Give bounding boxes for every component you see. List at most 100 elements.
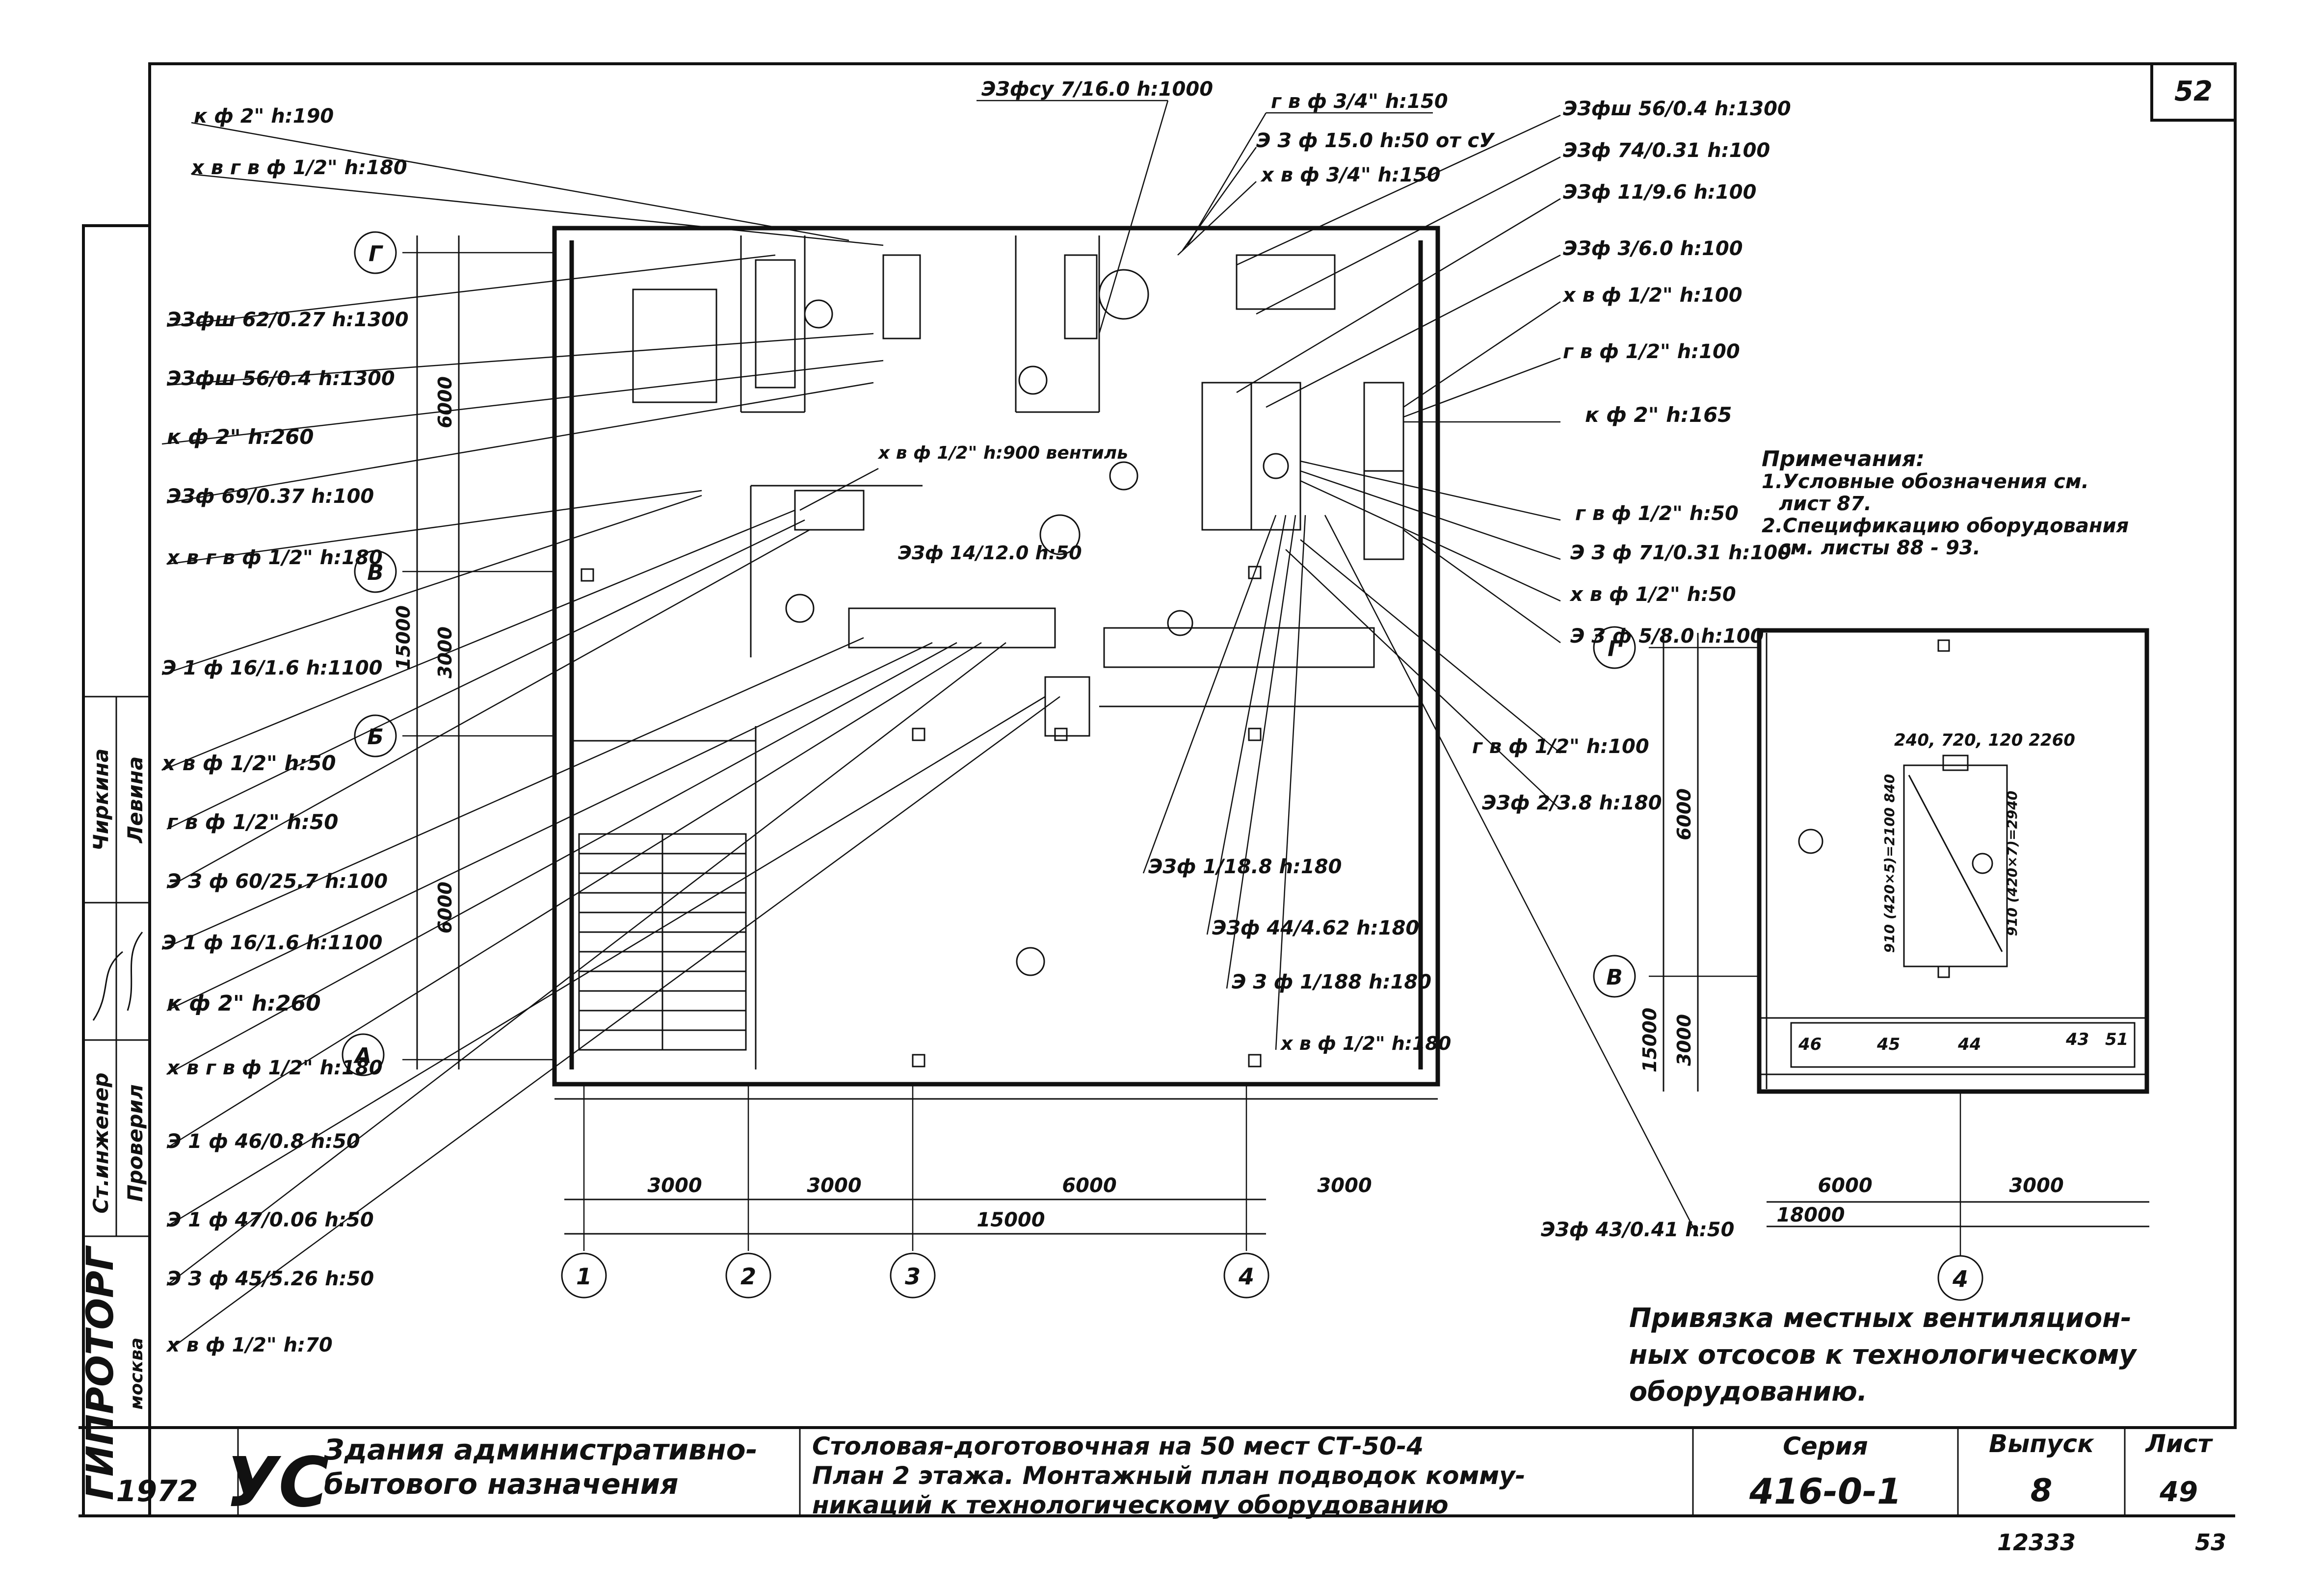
callout-label: х в г в ф 1/2" h:180 — [166, 547, 383, 569]
detail-dimensions: 6000 3000 15000 6000 3000 18000 240, 720… — [1639, 730, 2075, 1226]
svg-text:51: 51 — [2105, 1030, 2128, 1049]
dimension: 15000 — [393, 605, 414, 670]
center-callouts: х в ф 1/2" h:900 вентиль ЭЗф 14/12.0 h:5… — [799, 443, 1734, 1241]
dimension: 6000 — [1673, 788, 1695, 840]
callout-label: г в ф 3/4" h:150 — [1271, 90, 1448, 113]
axis-row-label: В — [1606, 965, 1623, 990]
callout-label: х в ф 3/4" h:150 — [1260, 164, 1441, 186]
callout-label: х в ф 1/2" h:900 вентиль — [877, 443, 1128, 463]
dimension-total: 15000 — [977, 1209, 1045, 1231]
callout-label: Э З ф 71/0.31 h:100 — [1570, 542, 1791, 564]
axis-col-label: 1 — [576, 1263, 592, 1290]
series-value: 416-0-1 — [1749, 1471, 1901, 1512]
callout-label: ЭЗф 44/4.62 h:180 — [1212, 917, 1419, 939]
sheet-number-box — [2150, 62, 2237, 122]
stamp-role: Проверил — [123, 1084, 147, 1201]
dimension: 6000 — [434, 882, 456, 934]
callout-label: Э 1 ф 16/1.6 h:1100 — [162, 932, 383, 954]
stamp-org: ГИПРОТОРГ — [78, 1245, 122, 1500]
callout-label: Э З ф 60/25.7 h:100 — [167, 870, 388, 893]
callout-label: Э З ф 45/5.26 h:50 — [167, 1268, 374, 1290]
callout-label: к ф 2" h:165 — [1585, 403, 1732, 427]
callout-label: Э 1 ф 16/1.6 h:1100 — [162, 657, 383, 679]
notes-line: лист 87. — [1779, 493, 1872, 515]
notes-line: 1.Условные обозначения см. — [1762, 470, 2089, 493]
callout-label: ЭЗфсу 7/16.0 h:1000 — [981, 78, 1213, 101]
equipment — [632, 254, 1404, 737]
category-line: Здания административно- — [323, 1433, 758, 1466]
notes-line: см. листы 88 - 93. — [1779, 537, 1981, 559]
dimension: 910 (420×7)=2940 — [2004, 791, 2020, 937]
callout-label: к ф 2" h:260 — [167, 991, 321, 1016]
axis-lines — [402, 235, 1266, 1251]
detail-caption: Привязка местных вентиляцион- ных отсосо… — [1629, 1302, 2138, 1407]
top-callouts: ЭЗфсу 7/16.0 h:1000 г в ф 3/4" h:150 Э З… — [977, 78, 1495, 334]
axis-col-label: 4 — [1238, 1263, 1254, 1290]
col-axis-bubbles: 1 2 3 4 — [561, 1252, 1269, 1299]
sheet-value: 49 — [2159, 1476, 2198, 1508]
dimension: 3000 — [2009, 1174, 2063, 1197]
callout-label: к ф 2" h:260 — [167, 425, 314, 449]
dimension: 6000 — [434, 376, 456, 428]
row-axis-bubbles: Г В Б А — [342, 231, 397, 1076]
dimension: 6000 — [1062, 1174, 1116, 1197]
callout-label: Э З ф 1/188 h:180 — [1232, 971, 1431, 993]
dimension: 6000 — [1818, 1174, 1872, 1197]
dimension: 3000 — [807, 1174, 861, 1197]
right-callouts — [1236, 114, 1561, 810]
sheet-number-top: 52 — [2174, 76, 2213, 107]
stamp-name: Чиркина — [89, 749, 113, 851]
stair — [578, 833, 747, 1051]
callout-label: ЭЗф 69/0.37 h:100 — [167, 485, 374, 508]
stamp-role: Ст.инженер — [89, 1072, 113, 1213]
callout-label: Э 1 ф 47/0.06 h:50 — [167, 1209, 374, 1231]
callout-label: х в ф 1/2" h:180 — [1280, 1033, 1451, 1054]
dimension: 3000 — [647, 1174, 702, 1197]
detail-plan: 46 45 44 43 51 — [1649, 628, 2149, 1256]
svg-text:43: 43 — [2065, 1030, 2089, 1049]
axis-row-label: А — [353, 1043, 371, 1068]
callout-label: г в ф 1/2" h:50 — [1575, 502, 1739, 525]
callout-label: ЭЗф 74/0.31 h:100 — [1563, 139, 1770, 162]
notes-title: Примечания: — [1762, 446, 1925, 471]
callout-label: х в ф 1/2" h:50 — [161, 751, 336, 775]
left-labels: к ф 2" h:190 х в г в ф 1/2" h:180 ЭЗфш 6… — [161, 105, 409, 1356]
caption-line: оборудованию. — [1629, 1376, 1867, 1407]
axis-row-label: Г — [1608, 636, 1622, 661]
callout-label: ЭЗф 1/18.8 h:180 — [1148, 856, 1342, 878]
axis-row-label: Г — [369, 241, 383, 266]
svg-text:45: 45 — [1876, 1035, 1900, 1054]
category-line: бытового назначения — [324, 1467, 679, 1501]
callout-label: г в ф 1/2" h:50 — [167, 810, 339, 834]
callout-label: ЭЗф 3/6.0 h:100 — [1563, 237, 1743, 260]
stamp-city: москва — [127, 1337, 147, 1409]
caption-line: Привязка местных вентиляцион- — [1629, 1302, 2132, 1333]
inventory-number: 12333 — [1997, 1529, 2076, 1556]
issue-label: Выпуск — [1989, 1430, 2094, 1458]
title-line: План 2 этажа. Монтажный план подводок ко… — [812, 1461, 1526, 1490]
callout-label: х в ф 1/2" h:100 — [1562, 284, 1743, 307]
callout-label: г в ф 1/2" h:100 — [1472, 735, 1649, 758]
axis-col-label: 4 — [1952, 1266, 1968, 1292]
axis-col-label: 2 — [740, 1263, 756, 1290]
series-label: Серия — [1783, 1432, 1868, 1460]
columns — [581, 566, 1262, 1067]
callout-label: ЭЗф 14/12.0 h:50 — [898, 542, 1082, 564]
callout-label: Э З ф 15.0 h:50 от сУ — [1256, 130, 1495, 152]
caption-line: ных отсосов к технологическому — [1629, 1339, 2138, 1370]
room-markers — [785, 299, 1138, 976]
logo: УС — [226, 1443, 329, 1523]
dimension-total: 18000 — [1776, 1204, 1845, 1226]
axis-row-label: Б — [367, 725, 384, 750]
axis-row-label: В — [367, 560, 384, 585]
callout-label: Э 1 ф 46/0.8 h:50 — [167, 1130, 360, 1153]
callout-label: к ф 2" h:190 — [194, 105, 334, 128]
callout-label: ЭЗф 11/9.6 h:100 — [1563, 181, 1756, 204]
left-callouts — [161, 122, 1060, 1353]
dimension: 910 (420×5)=2100 840 — [1881, 774, 1898, 953]
main-floor-plan — [552, 226, 1440, 1100]
callout-label: ЭЗф 43/0.41 h:50 — [1541, 1219, 1734, 1241]
callout-label: ЭЗфш 56/0.4 h:1300 — [167, 367, 395, 390]
callout-label: г в ф 1/2" h:100 — [1563, 340, 1740, 363]
title-line: никаций к технологическому оборудованию — [812, 1491, 1449, 1519]
